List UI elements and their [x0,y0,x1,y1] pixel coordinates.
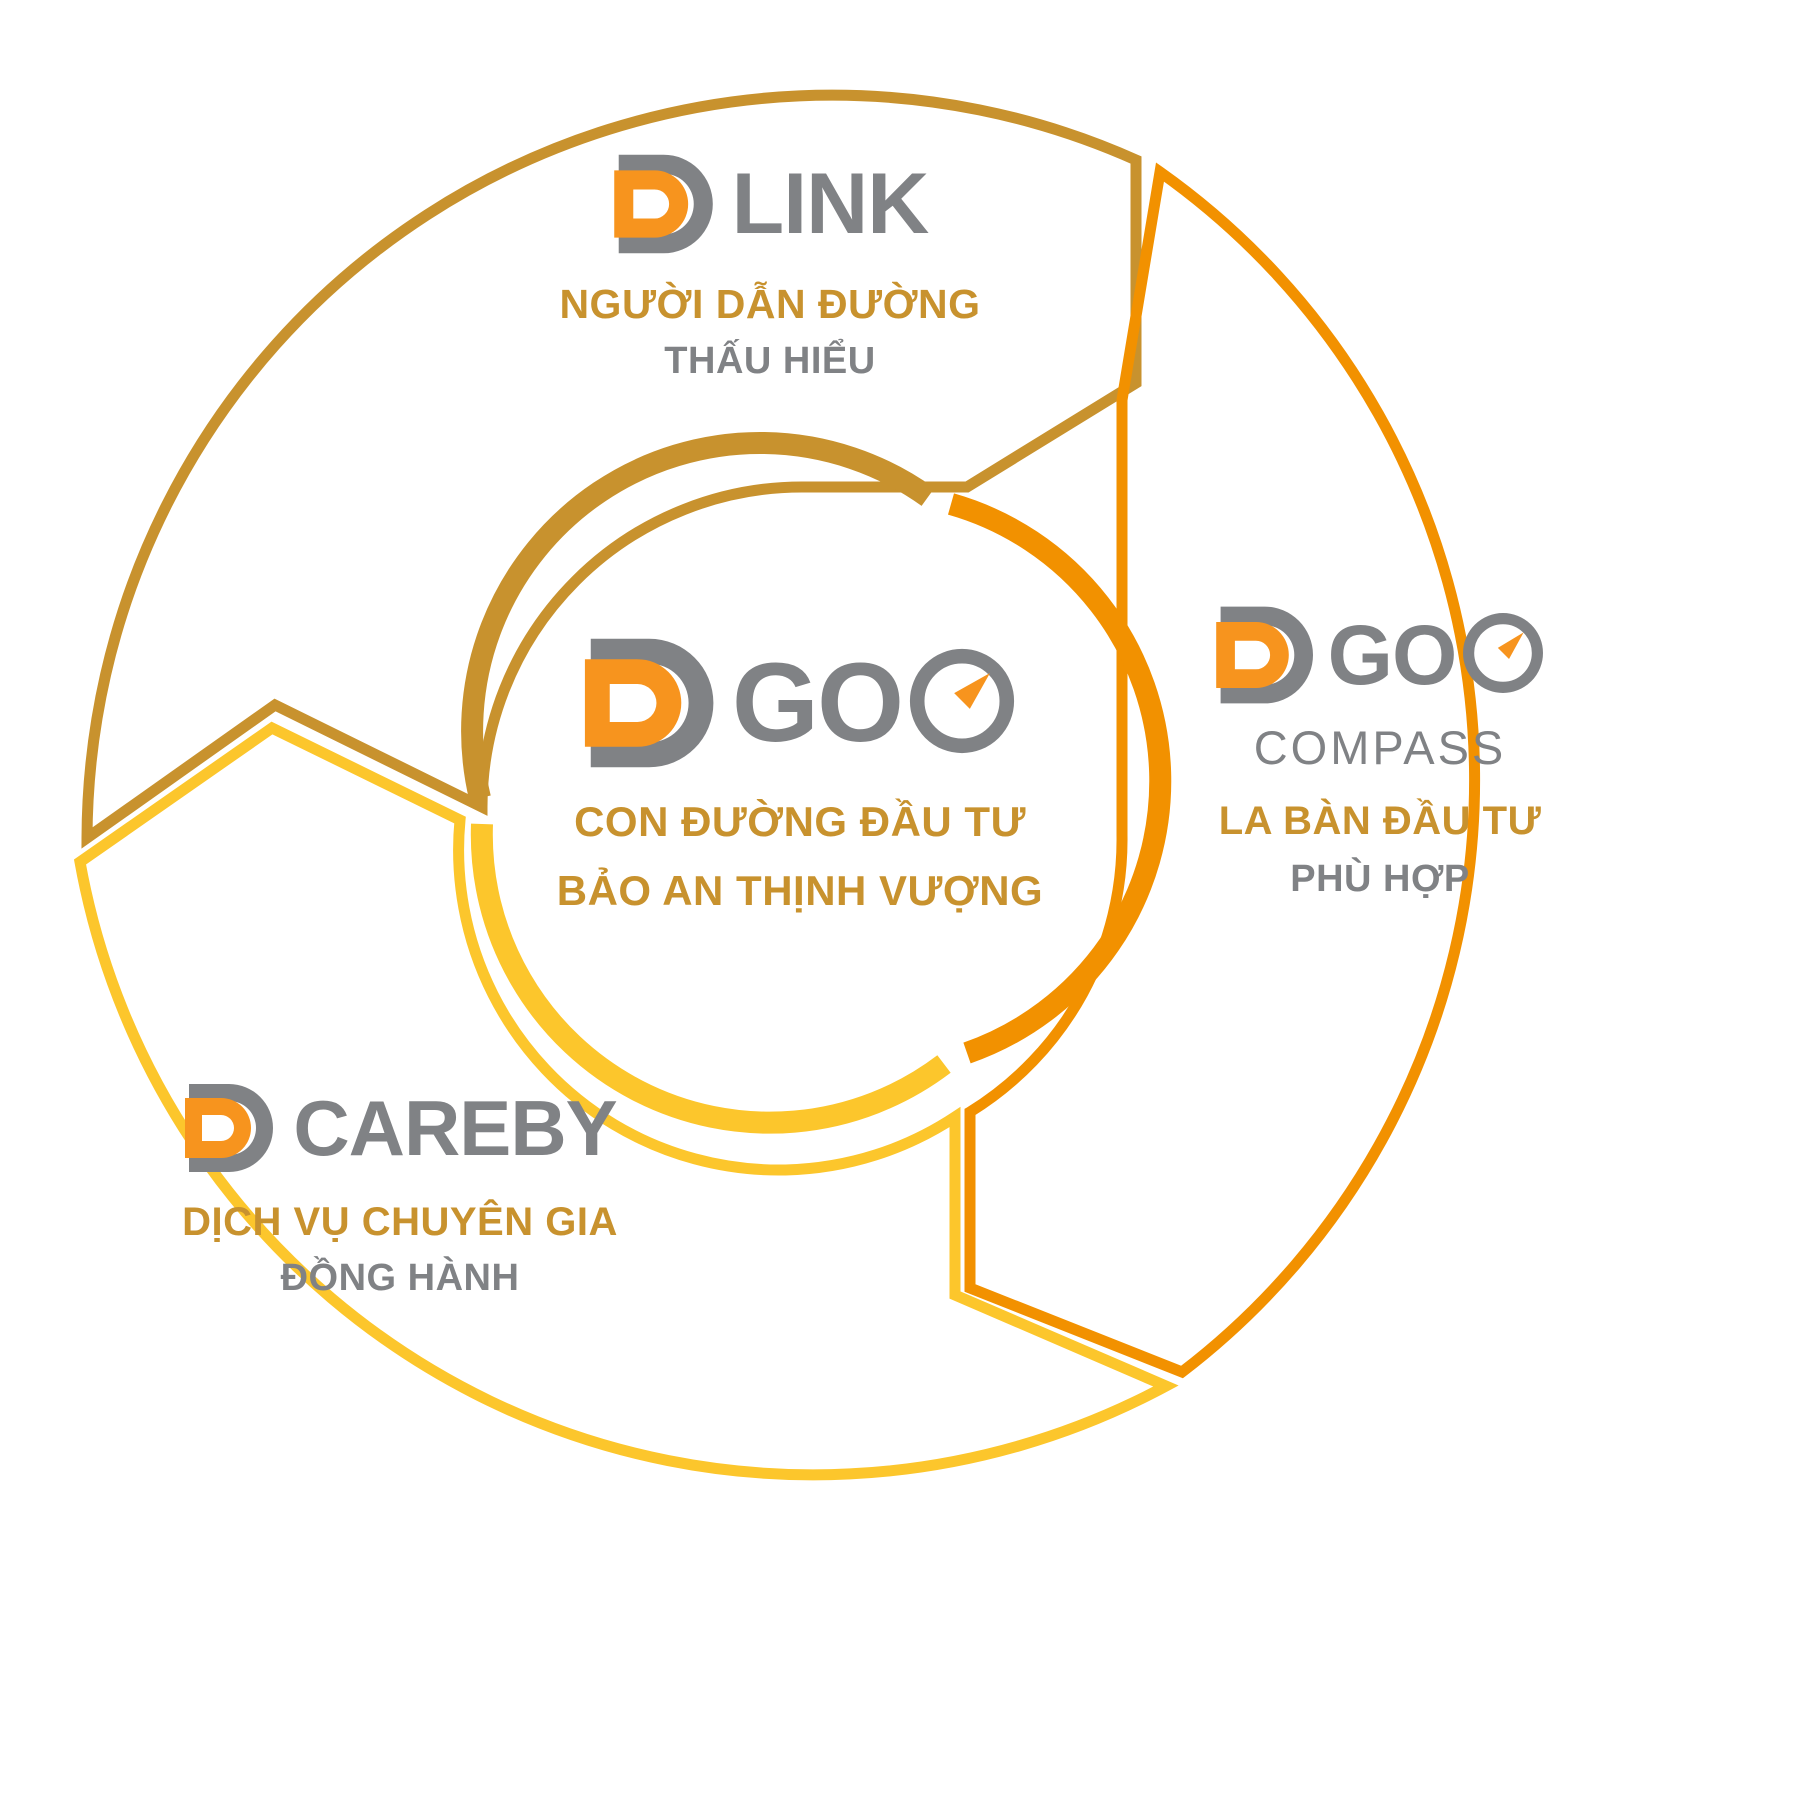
segment-core[interactable]: GO CON ĐƯỜNG ĐẦU TƯ BẢO AN THỊNH VƯỢNG [540,630,1060,914]
compass-caption-2: PHÙ HỢP [1290,857,1470,900]
link-caption-2: THẤU HIỂU [664,339,876,382]
inner-arc-orange [947,493,1172,1064]
segment-link[interactable]: LINK NGƯỜI DẪN ĐƯỜNG THẤU HIỂU [470,148,1070,382]
compass-icon [1460,610,1546,701]
careby-logo: CAREBY [140,1078,660,1178]
core-wordmark-g: GO [731,640,904,765]
d-logo-icon [612,148,724,260]
inner-arc-gold [461,432,935,801]
compass-logo: GO [1130,600,1630,710]
link-logo: LINK [470,148,1070,260]
compass-sublabel: COMPASS [1253,721,1507,774]
segment-careby[interactable]: CAREBY DỊCH VỤ CHUYÊN GIA ĐỒNG HÀNH [140,1078,660,1299]
core-logo: GO [540,630,1060,776]
d-logo-icon [183,1078,283,1178]
link-caption-1: NGƯỜI DẪN ĐƯỜNG [559,281,981,327]
d-logo-icon [582,630,728,776]
careby-caption-2: ĐỒNG HÀNH [280,1256,520,1299]
outer-arc-gold [81,89,1142,849]
segment-compass[interactable]: GO COMPASS LA BÀN ĐẦU TƯ PHÙ HỢP [1130,600,1630,900]
inner-arc-yellow [470,823,951,1134]
core-caption-1: CON ĐƯỜNG ĐẦU TƯ [574,798,1026,845]
d-logo-icon [1214,600,1324,710]
outer-arc-orange [964,162,1481,1379]
careby-caption-1: DỊCH VỤ CHUYÊN GIA [182,1200,618,1244]
outer-arc-yellow [73,721,1179,1481]
careby-wordmark: CAREBY [293,1084,617,1172]
compass-caption-1: LA BÀN ĐẦU TƯ [1218,799,1542,843]
compass-wordmark-g: GO [1327,608,1458,702]
core-caption-2: BẢO AN THỊNH VƯỢNG [556,867,1044,915]
compass-icon [906,645,1018,762]
link-wordmark: LINK [731,156,930,252]
